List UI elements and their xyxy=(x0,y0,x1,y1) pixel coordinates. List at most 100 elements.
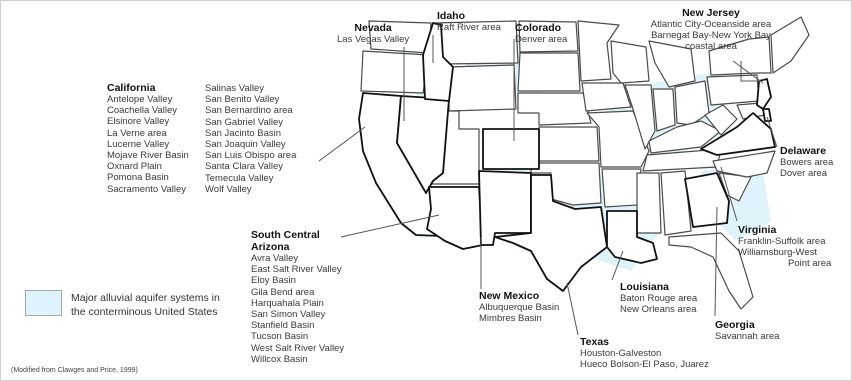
ohio-state xyxy=(674,80,710,126)
area-item: Albuquerque Basin xyxy=(479,302,560,313)
source-note: (Modified from Clawges and Price, 1999) xyxy=(11,367,138,374)
legend-text: Major alluvial aquifer systems in the co… xyxy=(71,291,220,319)
area-item: Antelope Valley xyxy=(107,94,173,105)
area-item: Denver area xyxy=(515,34,568,45)
legend-line-2: the conterminous United States xyxy=(71,306,218,318)
leader-lines xyxy=(318,35,778,336)
south-dakota-state xyxy=(517,52,581,92)
legend-swatch xyxy=(25,290,62,316)
oregon-state xyxy=(360,50,430,94)
alabama-state xyxy=(660,170,692,236)
label-idaho: Idaho Raft River area xyxy=(437,10,501,33)
state-name-georgia: Georgia xyxy=(715,319,755,331)
state-name-new-jersey: New Jersey xyxy=(682,7,740,19)
label-texas: Texas Houston-Galveston Hueco Bolson-El … xyxy=(580,336,709,370)
area-item: East Salt River Valley xyxy=(251,264,342,276)
area-item: coastal area xyxy=(685,41,737,53)
area-item: Lucerne Valley xyxy=(107,138,170,150)
label-georgia: Georgia Savannah area xyxy=(715,319,779,342)
area-item: Franklin-Suffolk area xyxy=(738,236,826,247)
state-name-idaho: Idaho xyxy=(437,10,465,22)
area-item: Mimbres Basin xyxy=(479,313,542,325)
label-new-jersey: New Jersey Atlantic City-Oceanside area … xyxy=(621,7,801,53)
label-nevada: Nevada Las Vegas Valley xyxy=(337,22,409,45)
west-virginia-state xyxy=(704,104,738,136)
state-name-arizona-line2: Arizona xyxy=(251,241,290,253)
colorado-outline xyxy=(482,128,540,170)
area-item: Dover area xyxy=(780,168,827,180)
area-item: Willcox Basin xyxy=(251,353,308,365)
area-item: La Verne area xyxy=(107,127,167,139)
area-item: Raft River area xyxy=(437,22,501,33)
area-item: Eloy Basin xyxy=(251,275,296,287)
nebraska-state xyxy=(517,92,592,126)
area-item: San Jacinto Basin xyxy=(205,127,282,139)
minnesota-state xyxy=(577,20,620,82)
state-name-arizona-line1: South Central xyxy=(251,229,320,241)
delaware-outline xyxy=(762,108,772,122)
wyoming-state xyxy=(448,64,517,112)
legend-line-1: Major alluvial aquifer systems in xyxy=(71,292,220,304)
label-colorado: Colorado Denver area xyxy=(515,22,567,45)
state-name-california: California xyxy=(107,82,156,94)
label-louisiana: Louisiana Baton Rouge area New Orleans a… xyxy=(620,281,697,315)
area-item: San Joaquin Valley xyxy=(205,139,286,151)
north-carolina-state xyxy=(712,150,776,178)
new-england-state xyxy=(770,16,810,74)
area-item: Coachella Valley xyxy=(107,105,178,117)
state-name-louisiana: Louisiana xyxy=(620,281,670,293)
area-item: Bowers area xyxy=(780,157,834,168)
state-name-virginia: Virginia xyxy=(738,224,777,236)
label-south-central-arizona: South Central Arizona Avra Valley East S… xyxy=(251,229,344,365)
area-item: Barnegat Bay-New York Bay xyxy=(651,30,771,42)
state-name-delaware: Delaware xyxy=(780,145,827,157)
louisiana-outline xyxy=(606,210,658,264)
state-name-nevada: Nevada xyxy=(354,22,392,34)
area-item: Savannah area xyxy=(715,331,780,342)
michigan-state xyxy=(648,40,696,88)
mississippi-state xyxy=(636,172,662,234)
area-item: Oxnard Plain xyxy=(107,161,162,173)
arizona-outline xyxy=(426,186,484,250)
area-item: San Luis Obispo area xyxy=(205,150,297,162)
state-name-new-mexico: New Mexico xyxy=(479,290,540,302)
area-item: San Bernardino area xyxy=(205,105,293,117)
iowa-state xyxy=(581,82,632,112)
texas-outline xyxy=(494,174,608,292)
area-item: Gila Bend area xyxy=(251,286,315,298)
area-item: Las Vegas Valley xyxy=(337,34,410,45)
label-california: California Antelope Valley Coachella Val… xyxy=(107,82,189,195)
georgia-outline xyxy=(684,172,730,228)
new-york-state xyxy=(708,36,772,76)
area-item: Baton Rouge area xyxy=(620,293,698,304)
area-item: New Orleans area xyxy=(620,304,697,316)
area-item: West Salt River Valley xyxy=(251,342,345,354)
area-item: Stanfield Basin xyxy=(251,320,315,332)
oklahoma-state xyxy=(530,162,602,206)
area-item: Hueco Bolson-El Paso, Juarez xyxy=(580,359,709,371)
area-item: Pomona Basin xyxy=(107,172,169,184)
new-jersey-outline xyxy=(756,78,772,110)
area-item: San Benito Valley xyxy=(205,94,280,106)
state-name-texas: Texas xyxy=(580,336,609,348)
area-item: Salinas Valley xyxy=(205,83,264,94)
area-item: Mojave River Basin xyxy=(107,150,189,162)
label-virginia: Virginia Franklin-Suffolk area Williamsb… xyxy=(738,224,831,270)
area-item: Atlantic City-Oceanside area xyxy=(650,19,772,30)
arkansas-state xyxy=(601,168,642,208)
indiana-state xyxy=(652,88,676,132)
area-item: Wolf Valley xyxy=(205,183,252,195)
kansas-state xyxy=(538,126,600,162)
wisconsin-state xyxy=(610,40,650,84)
area-item: Sacramento Valley xyxy=(107,183,187,195)
north-dakota-state xyxy=(518,20,579,53)
area-item: San Gabriel Valley xyxy=(205,116,283,128)
florida-state xyxy=(668,232,754,310)
idaho-outline xyxy=(422,22,454,102)
area-item: Santa Clara Valley xyxy=(205,161,283,173)
state-name-colorado: Colorado xyxy=(515,22,562,34)
area-item: Elsinore Valley xyxy=(107,116,170,128)
pennsylvania-state xyxy=(706,74,760,106)
